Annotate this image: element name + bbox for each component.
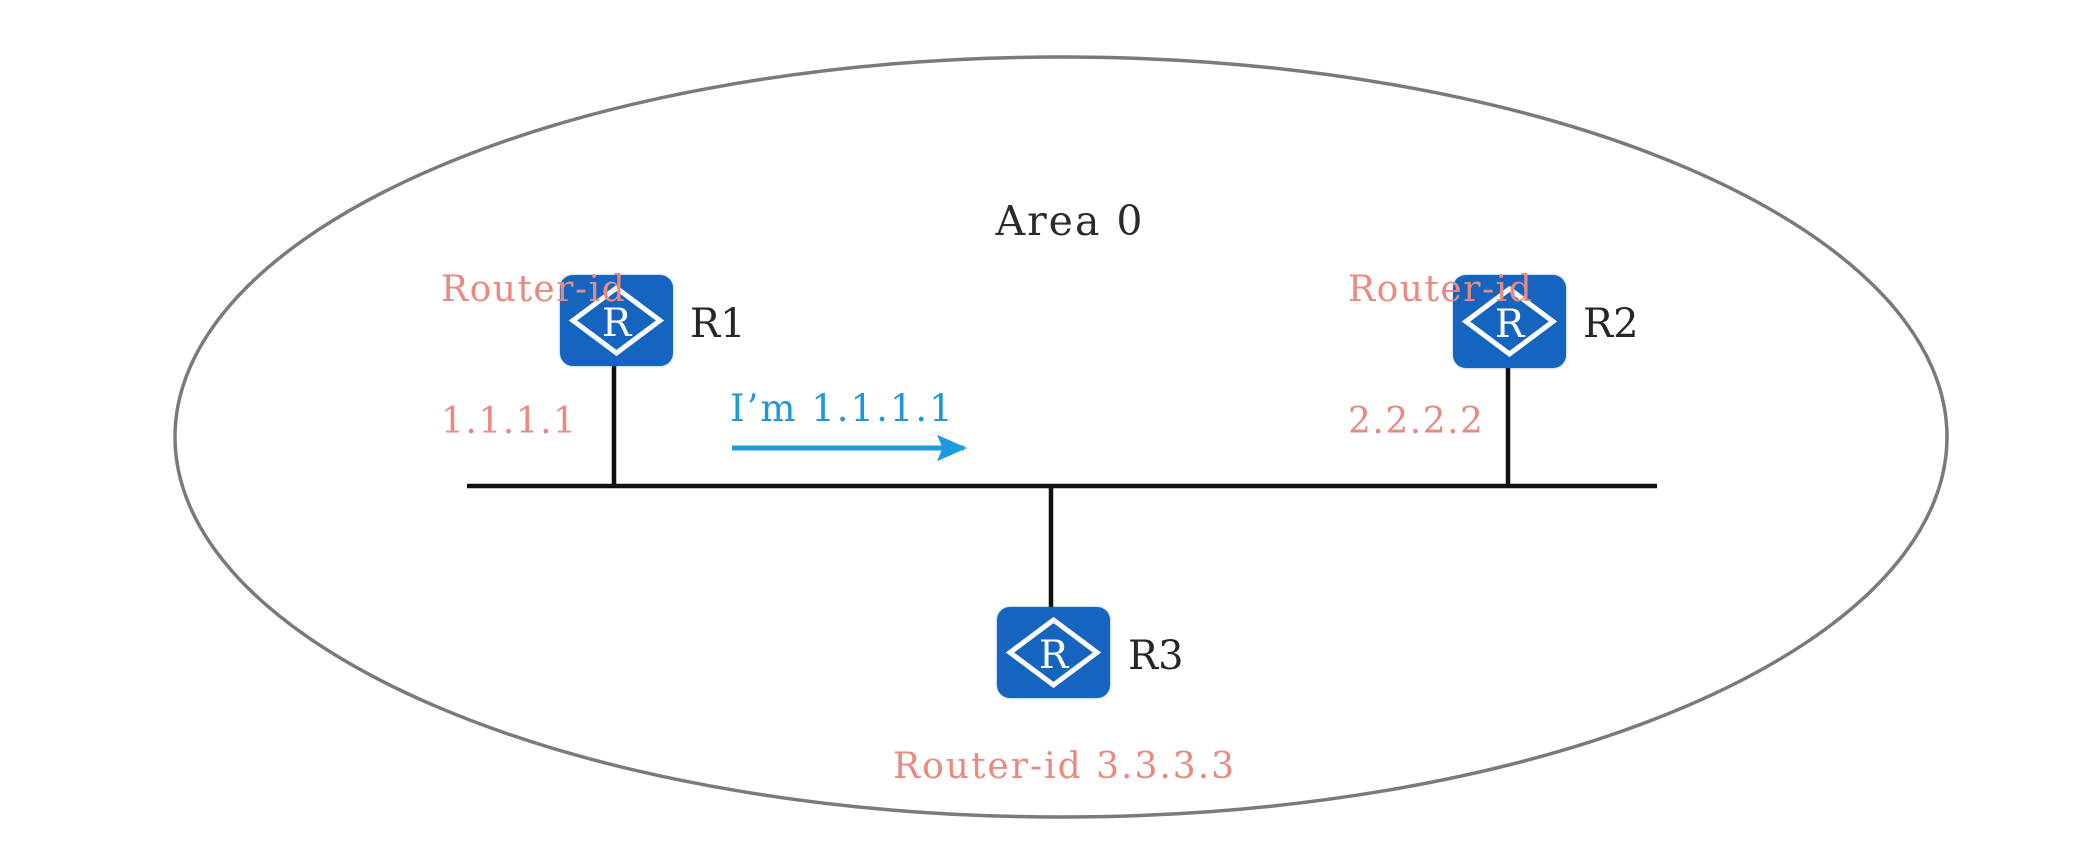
router-icon-r3[interactable]: R (997, 607, 1110, 698)
router-id-label-r2-line1: Router-id (1348, 268, 1534, 310)
hello-message-label: I’m 1.1.1.1 (730, 387, 955, 430)
router-icon-r2[interactable]: R (1453, 275, 1566, 368)
router-glyph: R (1005, 616, 1102, 689)
router-id-label-r2-line2: 2.2.2.2 (1348, 400, 1485, 442)
router-icon-r1[interactable]: R (560, 275, 673, 366)
router-id-label-r3: Router-id 3.3.3.3 (893, 746, 1237, 787)
router-id-label-r1-line1: Router-id (441, 268, 627, 310)
router-letter-r: R (602, 301, 633, 346)
router-glyph: R (1461, 285, 1558, 358)
router-id-label-r1: Router-id 1.1.1.1 (441, 180, 626, 531)
diamond-outline-icon (1461, 285, 1558, 358)
diamond-outline-icon (1005, 616, 1102, 689)
area-boundary-ellipse (173, 55, 1949, 819)
router-letter-r: R (1495, 302, 1526, 347)
router-glyph: R (568, 284, 665, 357)
router-id-label-r2: Router-id 2.2.2.2 (1348, 180, 1533, 531)
node-name-r1: R1 (690, 301, 746, 347)
node-name-r2: R2 (1583, 301, 1639, 347)
router-letter-r: R (1039, 633, 1070, 678)
router-id-label-r1-line2: 1.1.1.1 (441, 400, 578, 442)
area-label: Area 0 (995, 197, 1145, 245)
diamond-outline-icon (568, 284, 665, 357)
node-name-r3: R3 (1128, 633, 1184, 679)
